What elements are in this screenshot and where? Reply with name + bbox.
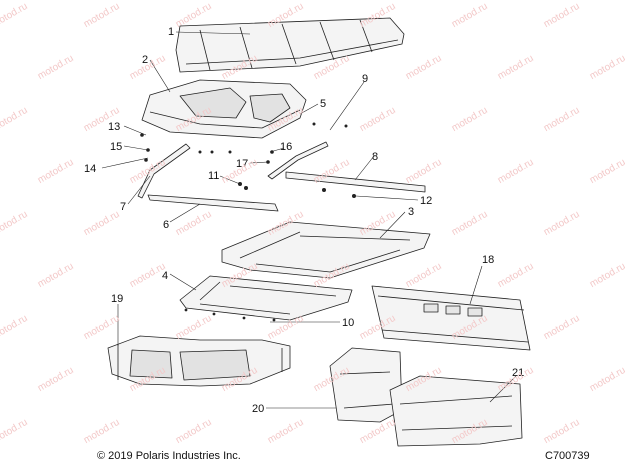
callout-5: 5 — [320, 98, 326, 110]
part-7-trim — [137, 143, 191, 199]
callout-labels: 1 2 3 4 5 6 7 8 9 10 11 12 13 14 15 16 1… — [84, 26, 524, 415]
part-16-trim — [267, 141, 329, 180]
drawing-id: C700739 — [545, 450, 590, 462]
callout-19: 19 — [111, 293, 123, 305]
part-2-headliner — [141, 79, 307, 139]
callout-16: 16 — [280, 141, 292, 153]
callout-21: 21 — [512, 367, 524, 379]
part-18-panel — [371, 285, 531, 351]
callout-12: 12 — [420, 195, 432, 207]
callout-7: 7 — [120, 201, 126, 213]
callout-20: 20 — [252, 403, 264, 415]
callout-14: 14 — [84, 163, 96, 175]
copyright-text: © 2019 Polaris Industries Inc. — [97, 450, 241, 462]
part-8-rail — [285, 171, 426, 193]
callout-3: 3 — [408, 206, 414, 218]
callout-9: 9 — [362, 73, 368, 85]
fasteners — [140, 122, 356, 322]
callout-4: 4 — [162, 270, 168, 282]
part-19-dashboard — [107, 335, 291, 387]
part-4-panel — [179, 275, 353, 321]
callout-15: 15 — [110, 141, 122, 153]
callout-1: 1 — [168, 26, 174, 38]
callout-18: 18 — [482, 254, 494, 266]
callout-8: 8 — [372, 151, 378, 163]
part-3-panel — [221, 221, 431, 279]
callout-17: 17 — [236, 158, 248, 170]
part-20-shroud — [329, 347, 403, 423]
part-21-shroud — [389, 375, 523, 447]
callout-13: 13 — [108, 121, 120, 133]
part-6-rail — [147, 194, 279, 212]
callout-10: 10 — [342, 317, 354, 329]
callout-2: 2 — [142, 54, 148, 66]
part-1-roof — [175, 17, 405, 73]
callout-6: 6 — [163, 219, 169, 231]
leader-lines — [101, 31, 517, 409]
callout-11: 11 — [208, 170, 219, 182]
